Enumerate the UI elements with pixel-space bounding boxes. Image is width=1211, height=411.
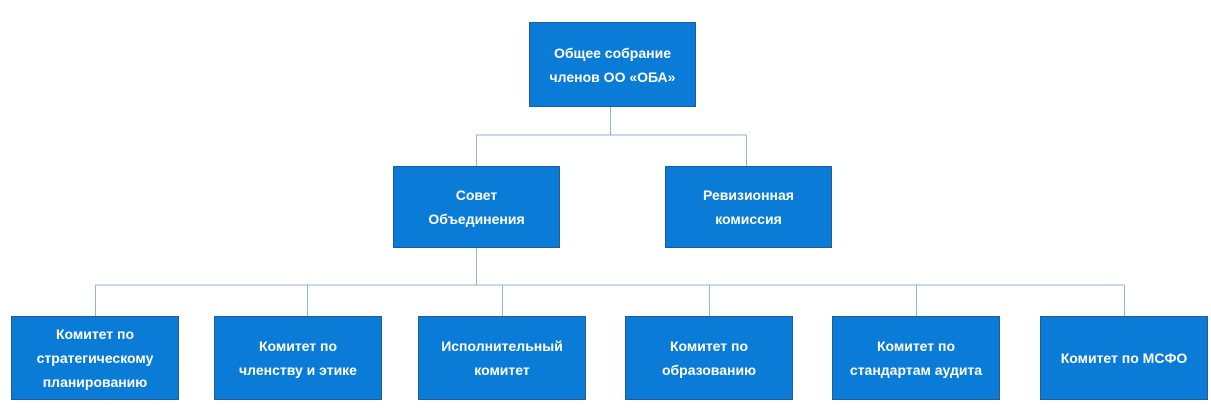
node-label: Совет Объединения — [428, 187, 525, 227]
node-council: Совет Объединения — [393, 166, 560, 248]
node-executive-committee: Исполнительный комитет — [418, 316, 586, 400]
node-general-assembly: Общее собрание членов ОО «ОБА» — [529, 22, 696, 107]
node-label: Комитет по образованию — [661, 338, 757, 378]
node-committee-ifrs: Комитет по МСФО — [1040, 316, 1208, 400]
node-committee-strategic: Комитет по стратегическому планированию — [11, 316, 179, 400]
node-label: Комитет по членству и этике — [239, 338, 357, 378]
node-committee-membership: Комитет по членству и этике — [214, 316, 382, 400]
node-audit-commission: Ревизионная комиссия — [665, 166, 832, 248]
node-label: Комитет по стандартам аудита — [849, 338, 983, 378]
node-label: Комитет по стратегическому планированию — [36, 326, 154, 390]
node-committee-audit-standards: Комитет по стандартам аудита — [832, 316, 1000, 400]
node-label: Исполнительный комитет — [441, 338, 563, 378]
node-label: Ревизионная комиссия — [703, 187, 794, 227]
node-label: Общее собрание членов ОО «ОБА» — [549, 44, 676, 85]
node-label: Комитет по МСФО — [1060, 350, 1188, 366]
node-committee-education: Комитет по образованию — [625, 316, 793, 400]
